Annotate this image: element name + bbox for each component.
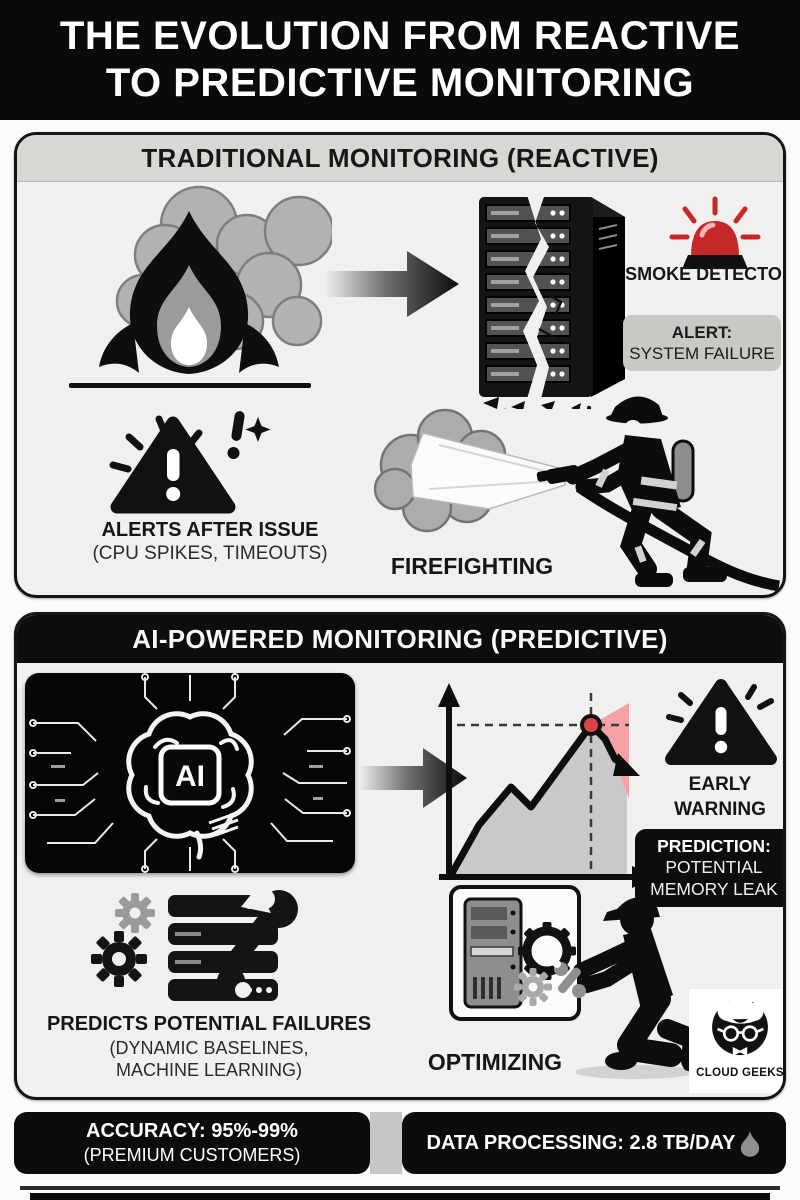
warning-triangle-icon — [665, 679, 777, 765]
traditional-heading: TRADITIONAL MONITORING (REACTIVE) — [17, 135, 783, 182]
footer-divider — [370, 1112, 402, 1174]
optimizing-label: OPTIMIZING — [427, 1049, 563, 1075]
warning-triangle-icon — [109, 411, 271, 514]
prediction-badge-text: POTENTIAL MEMORY LEAK — [650, 857, 778, 899]
cloud-geeks-logo-text: CLOUD GEEKS — [696, 1067, 784, 1079]
cloud-geeks-logo: CLOUD GEEKS — [689, 989, 784, 1093]
siren-icon — [669, 196, 761, 269]
predicts-failures-sub2: MACHINE LEARNING) — [115, 1060, 303, 1080]
predicts-failures-sub1: (DYNAMIC BASELINES, — [109, 1038, 309, 1058]
early-warning-label: EARLY WARNING — [674, 774, 766, 820]
technician-icon — [449, 885, 713, 1079]
firefighting-label: FIREFIGHTING — [390, 553, 554, 579]
header: THE EVOLUTION FROM REACTIVE TO PREDICTIV… — [0, 0, 800, 120]
ai-panel: AI-POWERED MONITORING (PREDICTIVE) — [14, 612, 786, 1100]
alert-badge: ALERT: SYSTEM FAILURE — [623, 315, 781, 371]
trend-chart-icon — [438, 683, 657, 888]
flame-icon — [741, 1131, 760, 1157]
alerts-after-issue-label: ALERTS AFTER ISSUE — [101, 519, 319, 541]
alerts-after-issue-sub: (CPU SPIKES, TIMEOUTS) — [92, 543, 328, 564]
arrow-right-icon — [325, 251, 459, 317]
page-title-line2: TO PREDICTIVE MONITORING — [105, 61, 695, 105]
alert-badge-text: SYSTEM FAILURE — [629, 344, 775, 363]
data-processing-bar: DATA PROCESSING: 2.8 TB/DAY — [402, 1112, 786, 1174]
arrow-right-icon — [359, 748, 467, 808]
accuracy-bar: ACCURACY: 95%-99% (PREMIUM CUSTOMERS) — [14, 1112, 370, 1174]
page-title-line1: THE EVOLUTION FROM REACTIVE — [59, 14, 741, 59]
alert-badge-title: ALERT: — [671, 322, 733, 342]
data-processing-value: DATA PROCESSING: 2.8 TB/DAY — [426, 1132, 736, 1154]
footer-rule — [20, 1186, 780, 1190]
ai-heading: AI-POWERED MONITORING (PREDICTIVE) — [17, 615, 783, 663]
predicts-failures-label: PREDICTS POTENTIAL FAILURES — [46, 1013, 372, 1035]
ai-chip-label: AI — [175, 760, 205, 793]
prediction-badge: PREDICTION: POTENTIAL MEMORY LEAK — [635, 829, 783, 907]
accuracy-value: ACCURACY: 95%-99% — [86, 1120, 298, 1143]
smoke-detector-label: SMOKE DETECTOR — [625, 264, 786, 284]
firefighter-icon — [373, 396, 780, 592]
broken-server-icon — [479, 194, 625, 409]
ai-brain-chip-icon: AI — [25, 673, 355, 873]
prediction-badge-title: PREDICTION: — [657, 835, 771, 856]
traditional-panel: TRADITIONAL MONITORING (REACTIVE) — [14, 132, 786, 598]
gears-server-wrench-icon — [91, 887, 298, 1001]
footer-strip — [30, 1193, 770, 1200]
fire-icon — [69, 185, 332, 388]
accuracy-sub: (PREMIUM CUSTOMERS) — [83, 1145, 301, 1166]
